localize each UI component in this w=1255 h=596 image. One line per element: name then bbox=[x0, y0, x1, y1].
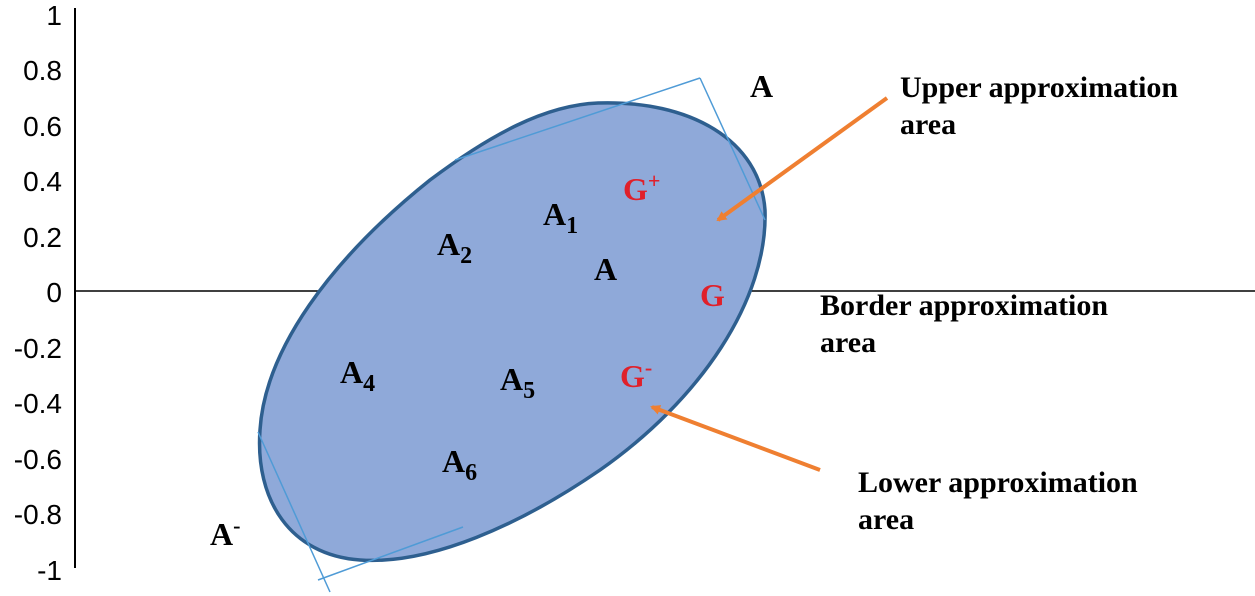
lower-approximation-label: Lower approximation area bbox=[858, 466, 1145, 536]
approximation-ellipse bbox=[257, 101, 767, 563]
upper-approximation-label: Upper approximation area bbox=[900, 71, 1186, 141]
tick-label-minus-0.2: -0.2 bbox=[14, 333, 62, 364]
frame-bottom-edge bbox=[317, 526, 464, 581]
frame-left-edge bbox=[257, 431, 331, 593]
tick-label-minus-0.6: -0.6 bbox=[14, 444, 62, 475]
upper-arrow bbox=[716, 96, 889, 222]
tick-label-0.4: 0.4 bbox=[23, 166, 62, 197]
y-axis-ticks: 1 0.8 0.6 0.4 0.2 0 -0.2 -0.4 -0.6 -0.8 … bbox=[14, 0, 62, 586]
tick-label-minus-1: -1 bbox=[37, 555, 62, 586]
label-a-center: A bbox=[594, 251, 617, 287]
label-a-minus: A- bbox=[210, 513, 240, 552]
tick-label-1: 1 bbox=[46, 0, 62, 31]
label-a4: A4 bbox=[340, 354, 375, 397]
tick-label-minus-0.8: -0.8 bbox=[14, 499, 62, 530]
label-a6: A6 bbox=[442, 443, 477, 486]
lower-arrow bbox=[650, 405, 821, 472]
label-g-minus: G- bbox=[620, 355, 652, 394]
label-a1: A1 bbox=[543, 196, 578, 239]
label-a5: A5 bbox=[500, 361, 535, 404]
tick-label-0.2: 0.2 bbox=[23, 222, 62, 253]
tick-label-0.8: 0.8 bbox=[23, 55, 62, 86]
frame-top-edge bbox=[454, 77, 701, 161]
border-approximation-label: Border approximation area bbox=[820, 289, 1116, 359]
label-g-plus: G+ bbox=[623, 168, 660, 207]
label-a-top: A bbox=[750, 68, 773, 104]
tick-label-0: 0 bbox=[46, 277, 62, 308]
label-a2: A2 bbox=[437, 226, 472, 269]
label-g: G bbox=[700, 277, 725, 313]
tick-label-0.6: 0.6 bbox=[23, 111, 62, 142]
tick-label-minus-0.4: -0.4 bbox=[14, 388, 62, 419]
